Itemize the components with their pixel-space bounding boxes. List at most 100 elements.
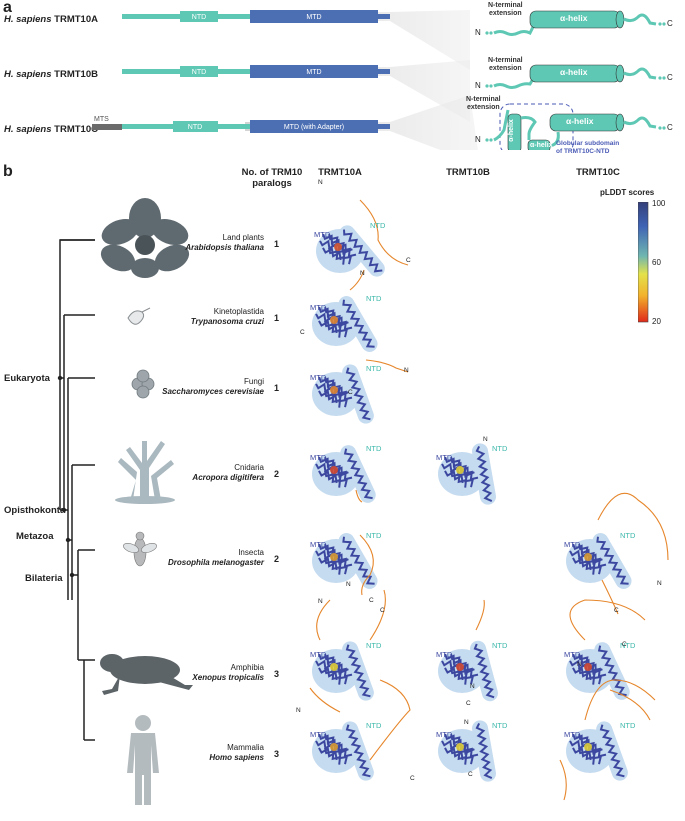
column-header-trmt10b: TRMT10B bbox=[446, 167, 490, 178]
helix-segment bbox=[473, 643, 495, 699]
helix-segment bbox=[318, 667, 338, 681]
taxon-group: Kinetoplastida bbox=[213, 307, 264, 316]
plddt-tick-100: 100 bbox=[652, 199, 666, 208]
disordered-tail bbox=[349, 269, 365, 291]
c-terminus-label: C bbox=[667, 73, 673, 82]
helix-segment bbox=[324, 456, 353, 481]
helix-segment bbox=[444, 470, 464, 484]
ntd-domain bbox=[173, 121, 218, 132]
species-name: H. sapiens bbox=[4, 69, 52, 80]
n-terminus-label: N bbox=[470, 683, 475, 690]
helix-segment bbox=[597, 645, 627, 697]
n-terminus-label: N bbox=[360, 270, 365, 277]
taxon-group: Mammalia bbox=[227, 743, 264, 752]
ntd-label: NTD bbox=[620, 531, 636, 540]
mtd-label: MTD bbox=[310, 730, 327, 739]
mtd-label: MTD bbox=[310, 303, 327, 312]
clade-label-opisthokonta: Opisthokonta bbox=[4, 505, 66, 516]
low-confidence-region bbox=[330, 316, 338, 324]
ntd-label: NTD bbox=[366, 531, 382, 540]
taxon-species: Arabidopsis thaliana bbox=[185, 243, 264, 252]
helix-segment bbox=[444, 667, 464, 681]
column-header-trmt10c: TRMT10C bbox=[576, 167, 620, 178]
helix-segment bbox=[578, 733, 607, 758]
domain-architecture-diagram: NTD MTD NTD MTD MTS NTD MTD (with Adapte… bbox=[92, 10, 666, 150]
disordered-tail bbox=[569, 599, 651, 721]
helix-segment bbox=[345, 724, 371, 778]
low-confidence-region bbox=[456, 466, 464, 474]
helix-segment bbox=[572, 667, 592, 681]
taxon-label: Kinetoplastida Trypanosoma cruzi bbox=[160, 307, 264, 327]
ntd-label: NTD bbox=[366, 294, 382, 303]
ntd-domain bbox=[180, 11, 218, 22]
mtd-label: MTD bbox=[436, 650, 453, 659]
gene-label-trmt10c: H. sapiens TRMT10C bbox=[4, 124, 98, 135]
species-name: H. sapiens bbox=[4, 124, 52, 135]
helix-label-small: α-helix bbox=[530, 142, 553, 149]
disordered-tail bbox=[359, 534, 374, 596]
mtd-label: MTD bbox=[310, 650, 327, 659]
c-terminus-label: C bbox=[300, 329, 305, 336]
c-terminus-label: C bbox=[348, 389, 353, 396]
helix-segment bbox=[324, 733, 353, 758]
c-terminus-label: C bbox=[410, 775, 415, 782]
mtd-label: MTD bbox=[314, 230, 331, 239]
paralog-count: 1 bbox=[274, 383, 280, 393]
mtd-label: MTD bbox=[564, 540, 581, 549]
helix-segment bbox=[345, 367, 371, 421]
c-terminus-label: C bbox=[468, 771, 473, 778]
taxon-group: Insecta bbox=[238, 548, 264, 557]
ntd-label: NTD bbox=[192, 14, 206, 21]
helix-segment bbox=[328, 233, 357, 258]
column-header-trmt10a: TRMT10A bbox=[318, 167, 362, 178]
mts-segment bbox=[92, 124, 122, 130]
low-confidence-region bbox=[330, 743, 338, 751]
taxon-label: Mammalia Homo sapiens bbox=[160, 743, 264, 763]
helix-segment bbox=[450, 733, 479, 758]
ntd-label: NTD bbox=[620, 721, 636, 730]
ntd-label: NTD bbox=[188, 124, 202, 131]
n-terminus-label: N bbox=[318, 179, 323, 186]
c-terminus-label: C bbox=[380, 607, 385, 614]
helix-segment bbox=[450, 456, 479, 481]
helix-segment bbox=[345, 644, 371, 698]
low-confidence-region bbox=[330, 466, 338, 474]
helix-segment bbox=[599, 724, 625, 778]
plddt-color-bar bbox=[638, 202, 649, 323]
yeast-icon bbox=[131, 369, 155, 399]
low-confidence-region bbox=[584, 663, 592, 671]
projection-fan bbox=[250, 10, 470, 70]
clade-label-eukaryota: Eukaryota bbox=[4, 373, 50, 384]
disordered-tail bbox=[597, 492, 669, 615]
mtd-domain bbox=[250, 65, 378, 78]
low-confidence-region bbox=[330, 663, 338, 671]
paralog-count: 3 bbox=[274, 749, 280, 759]
disordered-tail bbox=[359, 199, 409, 266]
taxon-species: Acropora digitifera bbox=[192, 473, 264, 482]
trypanosome-icon bbox=[127, 307, 151, 325]
ntd-label: NTD bbox=[492, 641, 508, 650]
n-terminus-label: N bbox=[318, 598, 323, 605]
helix-segment bbox=[318, 390, 338, 404]
helix-segment bbox=[342, 299, 375, 348]
plant-icon bbox=[100, 198, 190, 278]
n-terminus-label: N bbox=[475, 135, 481, 144]
helix-segment bbox=[578, 653, 607, 678]
helix-segment bbox=[324, 543, 353, 568]
n-terminus-label: N bbox=[475, 81, 481, 90]
gene-name: TRMT10C bbox=[54, 124, 98, 135]
node-opisthokonta bbox=[61, 507, 67, 513]
mtd-domain bbox=[250, 10, 378, 23]
low-confidence-region bbox=[456, 663, 464, 671]
mts-label: MTS bbox=[94, 116, 109, 123]
mtd-label: MTD bbox=[436, 730, 453, 739]
c-tail bbox=[378, 14, 390, 19]
helix-segment bbox=[322, 247, 342, 261]
taxon-species: Saccharomyces cerevisiae bbox=[162, 387, 264, 396]
mtd-label: MTD bbox=[306, 14, 321, 21]
mtd-domain bbox=[250, 120, 378, 133]
ntd-schematic-trmt10a bbox=[485, 10, 666, 36]
n-terminus-label: N bbox=[404, 367, 409, 374]
